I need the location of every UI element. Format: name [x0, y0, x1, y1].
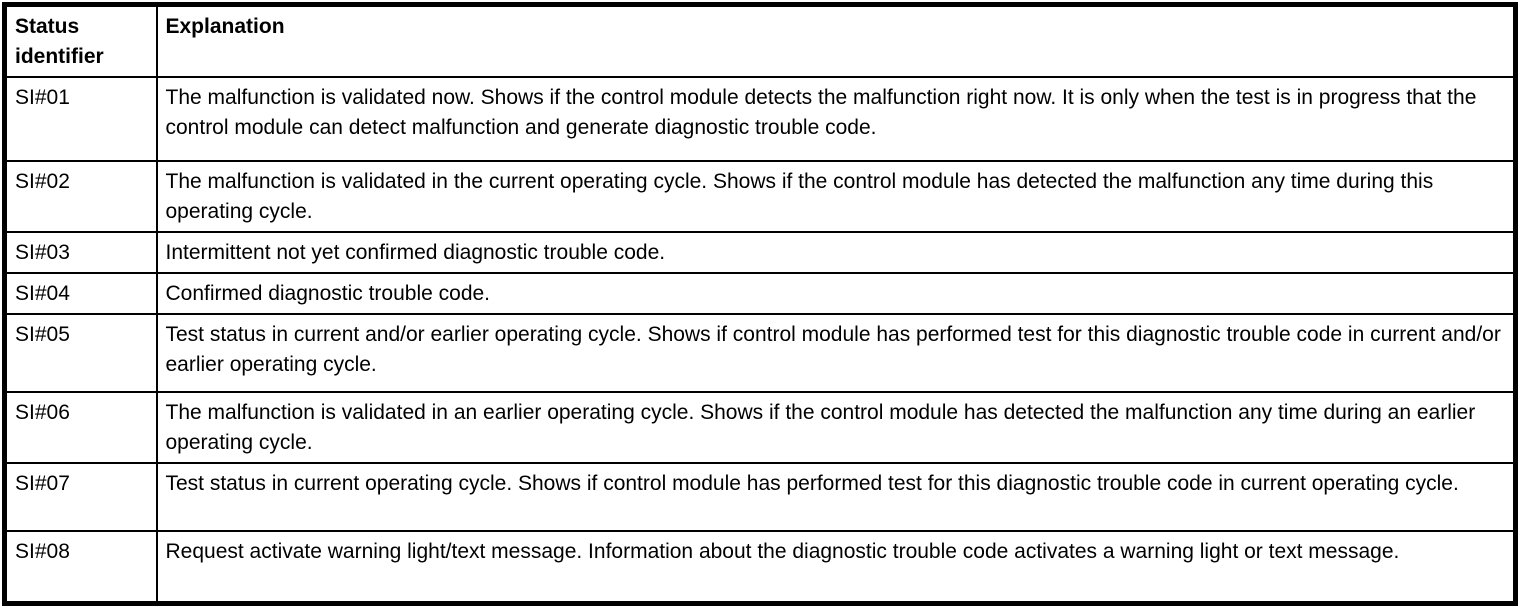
column-header-explanation: Explanation: [155, 3, 1517, 78]
status-identifier-cell: SI#04: [3, 272, 158, 315]
explanation-cell: The malfunction is validated in the curr…: [155, 160, 1517, 233]
table-row: SI#02 The malfunction is validated in th…: [3, 160, 1517, 233]
explanation-cell: Test status in current and/or earlier op…: [155, 313, 1517, 393]
table-header-row: Status identifier Explanation: [3, 3, 1517, 78]
status-identifier-cell: SI#01: [3, 76, 158, 162]
table-row: SI#03 Intermittent not yet confirmed dia…: [3, 231, 1517, 274]
column-header-status-identifier: Status identifier: [3, 3, 158, 78]
table-row: SI#01 The malfunction is validated now. …: [3, 76, 1517, 162]
status-identifier-cell: SI#08: [3, 530, 158, 604]
status-identifier-cell: SI#06: [3, 391, 158, 464]
table-row: SI#05 Test status in current and/or earl…: [3, 313, 1517, 393]
status-identifier-cell: SI#02: [3, 160, 158, 233]
explanation-cell: Intermittent not yet confirmed diagnosti…: [155, 231, 1517, 274]
table-row: SI#08 Request activate warning light/tex…: [3, 530, 1517, 604]
status-identifier-cell: SI#03: [3, 231, 158, 274]
explanation-cell: Confirmed diagnostic trouble code.: [155, 272, 1517, 315]
table-row: SI#04 Confirmed diagnostic trouble code.: [3, 272, 1517, 315]
explanation-cell: The malfunction is validated now. Shows …: [155, 76, 1517, 162]
table-row: SI#06 The malfunction is validated in an…: [3, 391, 1517, 464]
explanation-cell: Test status in current operating cycle. …: [155, 462, 1517, 532]
table-row: SI#07 Test status in current operating c…: [3, 462, 1517, 532]
explanation-cell: The malfunction is validated in an earli…: [155, 391, 1517, 464]
status-identifier-cell: SI#07: [3, 462, 158, 532]
status-identifier-cell: SI#05: [3, 313, 158, 393]
explanation-cell: Request activate warning light/text mess…: [155, 530, 1517, 604]
